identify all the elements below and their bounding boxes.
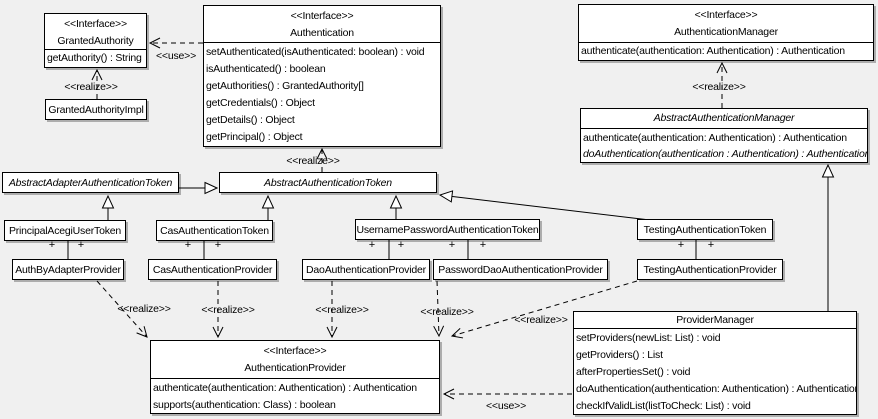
class-auth-by-adapter-provider[interactable]: AuthByAdapterProvider bbox=[12, 259, 124, 280]
class-abstract-authentication-token[interactable]: AbstractAuthenticationToken bbox=[219, 172, 437, 193]
method-label: isAuthenticated() : boolean bbox=[206, 63, 326, 75]
method-label: authenticate(authentication: Authenticat… bbox=[581, 45, 845, 57]
class-name: AuthenticationManager bbox=[674, 26, 778, 38]
class-testing-authentication-token[interactable]: TestingAuthenticationToken bbox=[637, 219, 773, 240]
class-abstract-adapter-authentication-token[interactable]: AbstractAdapterAuthenticationToken bbox=[2, 172, 179, 193]
stereotype-label: <<Interface>> bbox=[290, 10, 354, 22]
use-label: <<use>> bbox=[485, 400, 527, 412]
method-label: authenticate(authentication: Authenticat… bbox=[583, 132, 847, 144]
association-end-label: + bbox=[48, 239, 56, 251]
class-name: AbstractAdapterAuthenticationToken bbox=[8, 176, 173, 189]
association-end-label: + bbox=[77, 239, 85, 251]
method-label: getAuthorities() : GrantedAuthority[] bbox=[206, 80, 364, 92]
method-label: getDetails() : Object bbox=[206, 114, 295, 126]
class-granted-authority[interactable]: <<Interface>> GrantedAuthority getAuthor… bbox=[44, 13, 147, 68]
method-label: afterPropertiesSet() : void bbox=[576, 366, 691, 378]
realize-label: <<realize>> bbox=[64, 81, 118, 93]
class-name: PasswordDaoAuthenticationProvider bbox=[438, 263, 603, 276]
realize-label: <<realize>> bbox=[201, 304, 255, 316]
association-end-label: + bbox=[368, 239, 376, 251]
class-name: AbstractAuthenticationToken bbox=[264, 176, 392, 189]
realize-label: <<realize>> bbox=[514, 314, 568, 326]
association-end-label: + bbox=[707, 239, 715, 251]
method-label: getProviders() : List bbox=[576, 349, 663, 361]
class-abstract-authentication-manager[interactable]: AbstractAuthenticationManager authentica… bbox=[580, 108, 868, 163]
class-name: CasAuthenticationProvider bbox=[152, 263, 273, 276]
method-label: doAuthentication(authentication : Authen… bbox=[583, 148, 868, 160]
method-label: doAuthentication(authentication: Authent… bbox=[576, 383, 857, 395]
class-cas-authentication-token[interactable]: CasAuthenticationToken bbox=[156, 220, 273, 241]
method-label: setAuthenticated(isAuthenticated: boolea… bbox=[206, 46, 425, 58]
realize-label: <<realize>> bbox=[286, 155, 340, 167]
class-granted-authority-impl[interactable]: GrantedAuthorityImpl bbox=[45, 99, 147, 120]
method-label: getAuthority() : String bbox=[47, 52, 142, 64]
method-label: getPrincipal() : Object bbox=[206, 131, 303, 143]
class-dao-authentication-provider[interactable]: DaoAuthenticationProvider bbox=[302, 259, 430, 280]
use-label: <<use>> bbox=[155, 50, 197, 62]
class-testing-authentication-provider[interactable]: TestingAuthenticationProvider bbox=[637, 259, 783, 280]
association-end-label: + bbox=[397, 239, 405, 251]
association-end-label: + bbox=[479, 239, 487, 251]
class-name: GrantedAuthority bbox=[57, 35, 134, 47]
association-end-label: + bbox=[677, 239, 685, 251]
class-name: AuthByAdapterProvider bbox=[15, 263, 121, 276]
stereotype-label: <<Interface>> bbox=[263, 345, 327, 357]
realize-label: <<realize>> bbox=[692, 81, 746, 93]
method-label: getCredentials() : Object bbox=[206, 97, 315, 109]
class-name: AbstractAuthenticationManager bbox=[653, 112, 795, 124]
realize-label: <<realize>> bbox=[315, 304, 369, 316]
class-name: GrantedAuthorityImpl bbox=[48, 103, 144, 116]
stereotype-label: <<Interface>> bbox=[64, 18, 127, 30]
realize-label: <<realize>> bbox=[117, 303, 171, 315]
class-name: AuthenticationProvider bbox=[244, 362, 346, 374]
class-username-password-authentication-token[interactable]: UsernamePasswordAuthenticationToken bbox=[355, 219, 540, 240]
class-authentication-manager[interactable]: <<Interface>> AuthenticationManager auth… bbox=[578, 4, 874, 61]
edge-testing-token-generalization bbox=[440, 195, 651, 221]
realize-label: <<realize>> bbox=[420, 306, 474, 318]
class-name: ProviderManager bbox=[676, 314, 754, 326]
association-end-label: + bbox=[184, 239, 192, 251]
method-label: setProviders(newList: List) : void bbox=[576, 332, 721, 344]
class-cas-authentication-provider[interactable]: CasAuthenticationProvider bbox=[148, 259, 277, 280]
class-name: TestingAuthenticationToken bbox=[643, 223, 767, 236]
class-name: PrincipalAcegiUserToken bbox=[8, 224, 122, 237]
class-principal-acegi-user-token[interactable]: PrincipalAcegiUserToken bbox=[4, 220, 126, 241]
class-name: TestingAuthenticationProvider bbox=[643, 263, 777, 276]
method-label: supports(authentication: Class) : boolea… bbox=[153, 399, 336, 411]
class-provider-manager[interactable]: ProviderManager setProviders(newList: Li… bbox=[573, 311, 857, 415]
class-name: Authentication bbox=[290, 27, 354, 39]
class-name: CasAuthenticationToken bbox=[160, 224, 269, 237]
association-end-label: + bbox=[214, 239, 222, 251]
association-end-label: + bbox=[448, 239, 456, 251]
class-name: UsernamePasswordAuthenticationToken bbox=[356, 223, 539, 236]
class-name: DaoAuthenticationProvider bbox=[306, 263, 426, 276]
class-authentication[interactable]: <<Interface>> Authentication setAuthenti… bbox=[203, 5, 441, 147]
method-label: authenticate(authentication: Authenticat… bbox=[153, 382, 417, 394]
class-password-dao-authentication-provider[interactable]: PasswordDaoAuthenticationProvider bbox=[433, 259, 608, 280]
class-authentication-provider[interactable]: <<Interface>> AuthenticationProvider aut… bbox=[150, 340, 440, 414]
stereotype-label: <<Interface>> bbox=[694, 9, 758, 21]
method-label: checkIfValidList(listToCheck: List) : vo… bbox=[576, 400, 751, 412]
